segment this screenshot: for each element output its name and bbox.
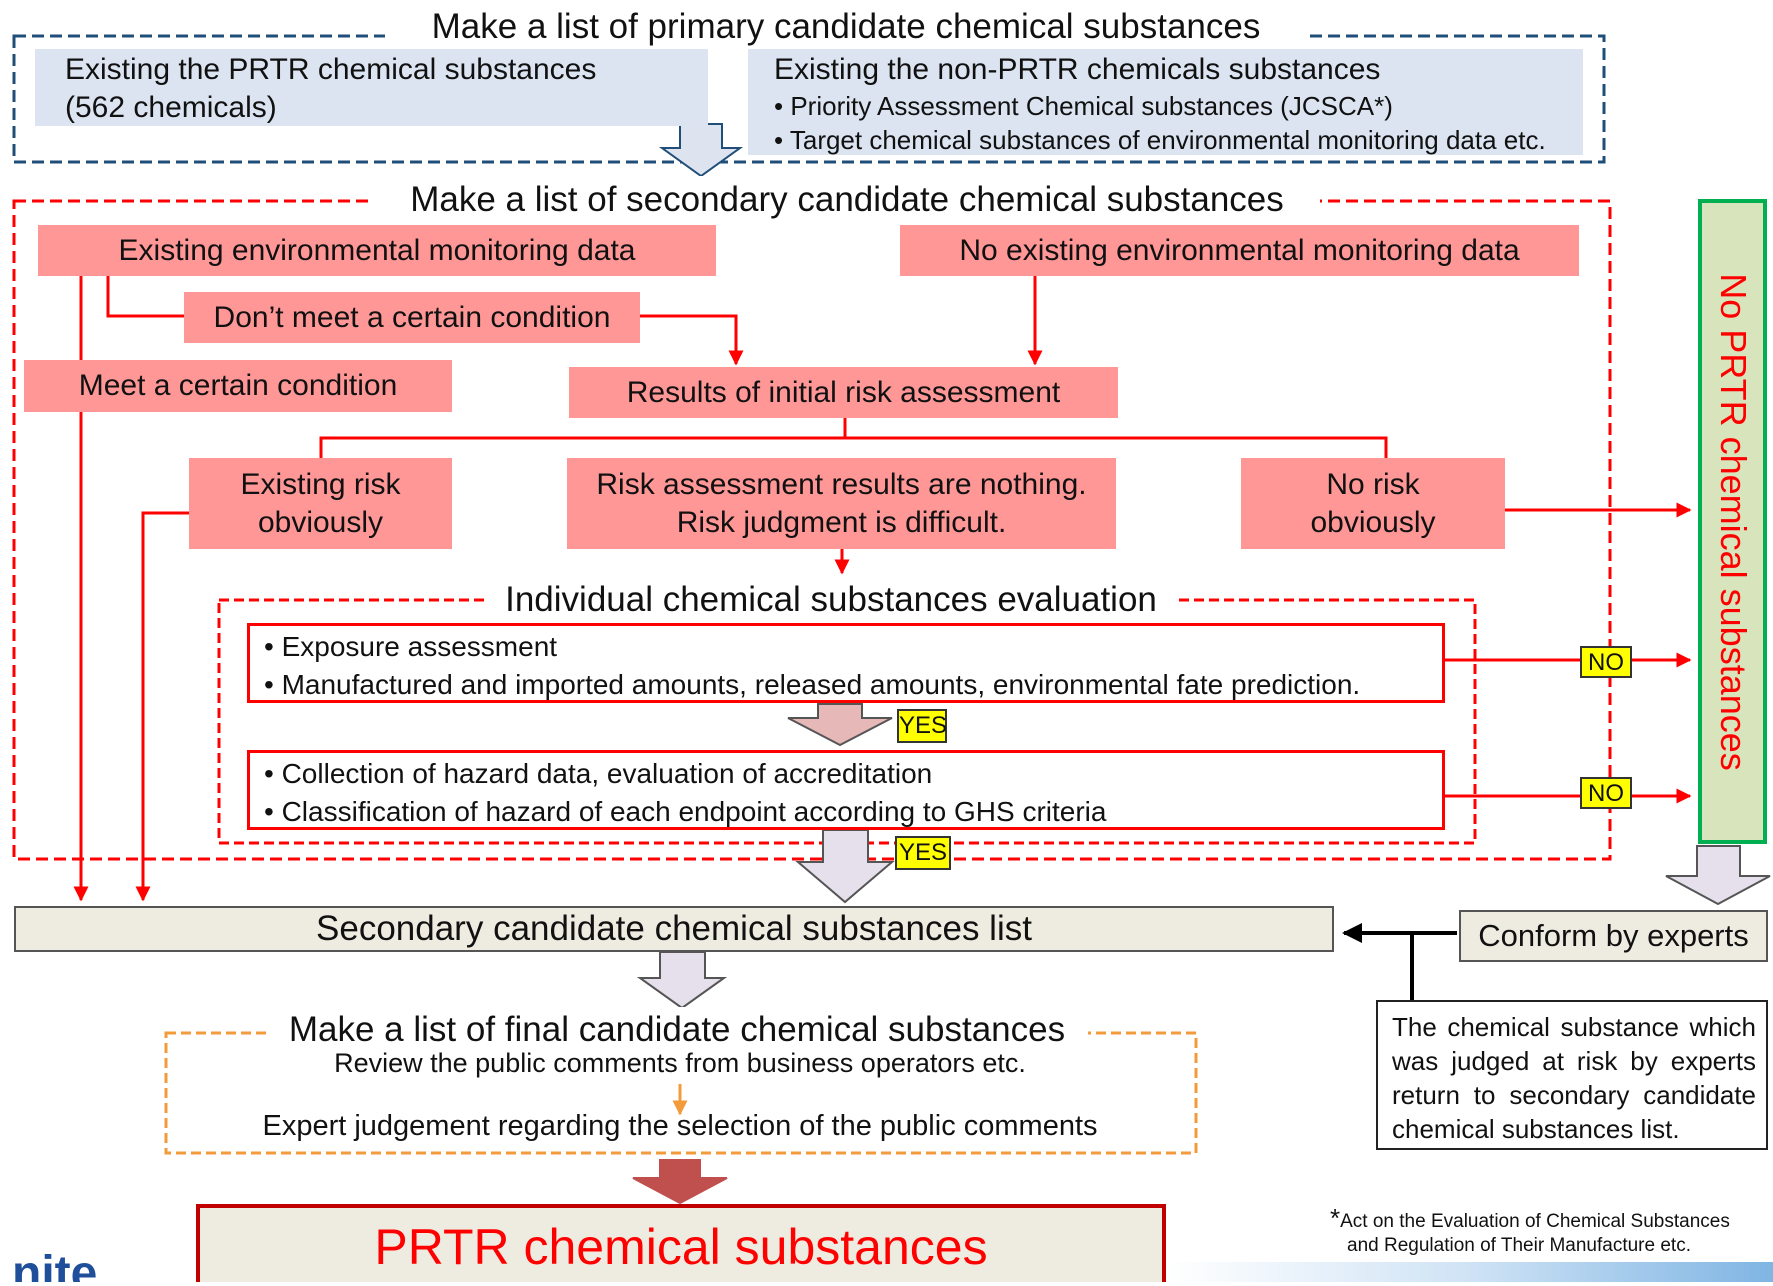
- prtr-result-box: PRTR chemical substances: [196, 1204, 1166, 1282]
- prtr-existing-line2: (562 chemicals): [65, 91, 277, 124]
- footnote-line1: Act on the Evaluation of Chemical Substa…: [1340, 1211, 1730, 1232]
- conform-experts-box: Conform by experts: [1459, 910, 1768, 962]
- bottom-decoration: [1166, 1262, 1773, 1282]
- arrow-primary-to-secondary: [658, 123, 744, 178]
- nite-logo-text: nite: [12, 1247, 98, 1282]
- dont-meet-condition-box: Don’t meet a certain condition: [184, 292, 640, 343]
- hazard-box: • Collection of hazard data, evaluation …: [247, 750, 1445, 830]
- exposure-box: • Exposure assessment • Manufactured and…: [247, 623, 1445, 703]
- arrow-noprtr-to-conform: [1665, 845, 1771, 906]
- hazard-bullet-1: • Collection of hazard data, evaluation …: [264, 758, 933, 789]
- no-risk-box: No risk obviously: [1241, 458, 1505, 549]
- no-label-2: NO: [1580, 777, 1632, 809]
- yes-label-2: YES: [895, 836, 951, 870]
- yes-label-1: YES: [897, 709, 947, 743]
- no-risk-line2: obviously: [1310, 505, 1436, 539]
- expert-note-box: The chemical substance which was judged …: [1376, 1000, 1768, 1150]
- prtr-existing-box: Existing the PRTR chemical substances (5…: [35, 49, 708, 126]
- existing-risk-line1: Existing risk: [240, 467, 401, 501]
- final-expert-text: Expert judgement regarding the selection…: [262, 1110, 1098, 1142]
- risk-nothing-line2: Risk judgment is difficult.: [676, 505, 1007, 539]
- nonprtr-bullet-2: • Target chemical substances of environm…: [774, 125, 1546, 155]
- individual-title: Individual chemical substances evaluatio…: [486, 577, 1176, 623]
- exposure-bullet-2: • Manufactured and imported amounts, rel…: [264, 669, 1361, 700]
- arrow-yes2: [795, 829, 895, 904]
- no-existing-monitoring-box: No existing environmental monitoring dat…: [900, 225, 1579, 276]
- nonprtr-title: Existing the non-PRTR chemicals substanc…: [774, 53, 1381, 86]
- exposure-bullet-1: • Exposure assessment: [264, 631, 558, 662]
- existing-risk-line2: obviously: [257, 505, 384, 539]
- secondary-title: Make a list of secondary candidate chemi…: [374, 176, 1320, 226]
- secondary-list-box: Secondary candidate chemical substances …: [14, 906, 1334, 952]
- no-prtr-box: No PRTR chemical substances: [1698, 199, 1767, 844]
- existing-monitoring-box: Existing environmental monitoring data: [38, 225, 716, 276]
- final-title: Make a list of final candidate chemical …: [266, 1007, 1088, 1053]
- hazard-bullet-2: • Classification of hazard of each endpo…: [264, 796, 1107, 827]
- footnote-mark: *: [1330, 1203, 1341, 1233]
- arrow-yes1: [787, 703, 893, 747]
- no-risk-line1: No risk: [1326, 467, 1420, 501]
- no-label-1: NO: [1580, 646, 1632, 678]
- arrow-final-to-prtr: [632, 1159, 728, 1205]
- nite-logo: nite: [12, 1246, 122, 1282]
- footnote-line2: and Regulation of Their Manufacture etc.: [1347, 1235, 1691, 1256]
- meet-condition-box: Meet a certain condition: [24, 360, 452, 412]
- nonprtr-bullet-1: • Priority Assessment Chemical substance…: [774, 91, 1393, 121]
- prtr-existing-line1: Existing the PRTR chemical substances: [65, 53, 597, 86]
- no-prtr-label: No PRTR chemical substances: [1712, 272, 1754, 771]
- final-review-text: Review the public comments from business…: [334, 1048, 1026, 1078]
- risk-nothing-line1: Risk assessment results are nothing.: [596, 467, 1087, 501]
- footnote: *Act on the Evaluation of Chemical Subst…: [1330, 1203, 1770, 1258]
- primary-title: Make a list of primary candidate chemica…: [385, 3, 1307, 53]
- existing-risk-box: Existing risk obviously: [189, 458, 452, 549]
- nonprtr-existing-box: Existing the non-PRTR chemicals substanc…: [748, 49, 1583, 155]
- risk-nothing-box: Risk assessment results are nothing. Ris…: [567, 458, 1116, 549]
- initial-risk-box: Results of initial risk assessment: [569, 367, 1118, 418]
- arrow-list-to-final: [636, 951, 728, 1010]
